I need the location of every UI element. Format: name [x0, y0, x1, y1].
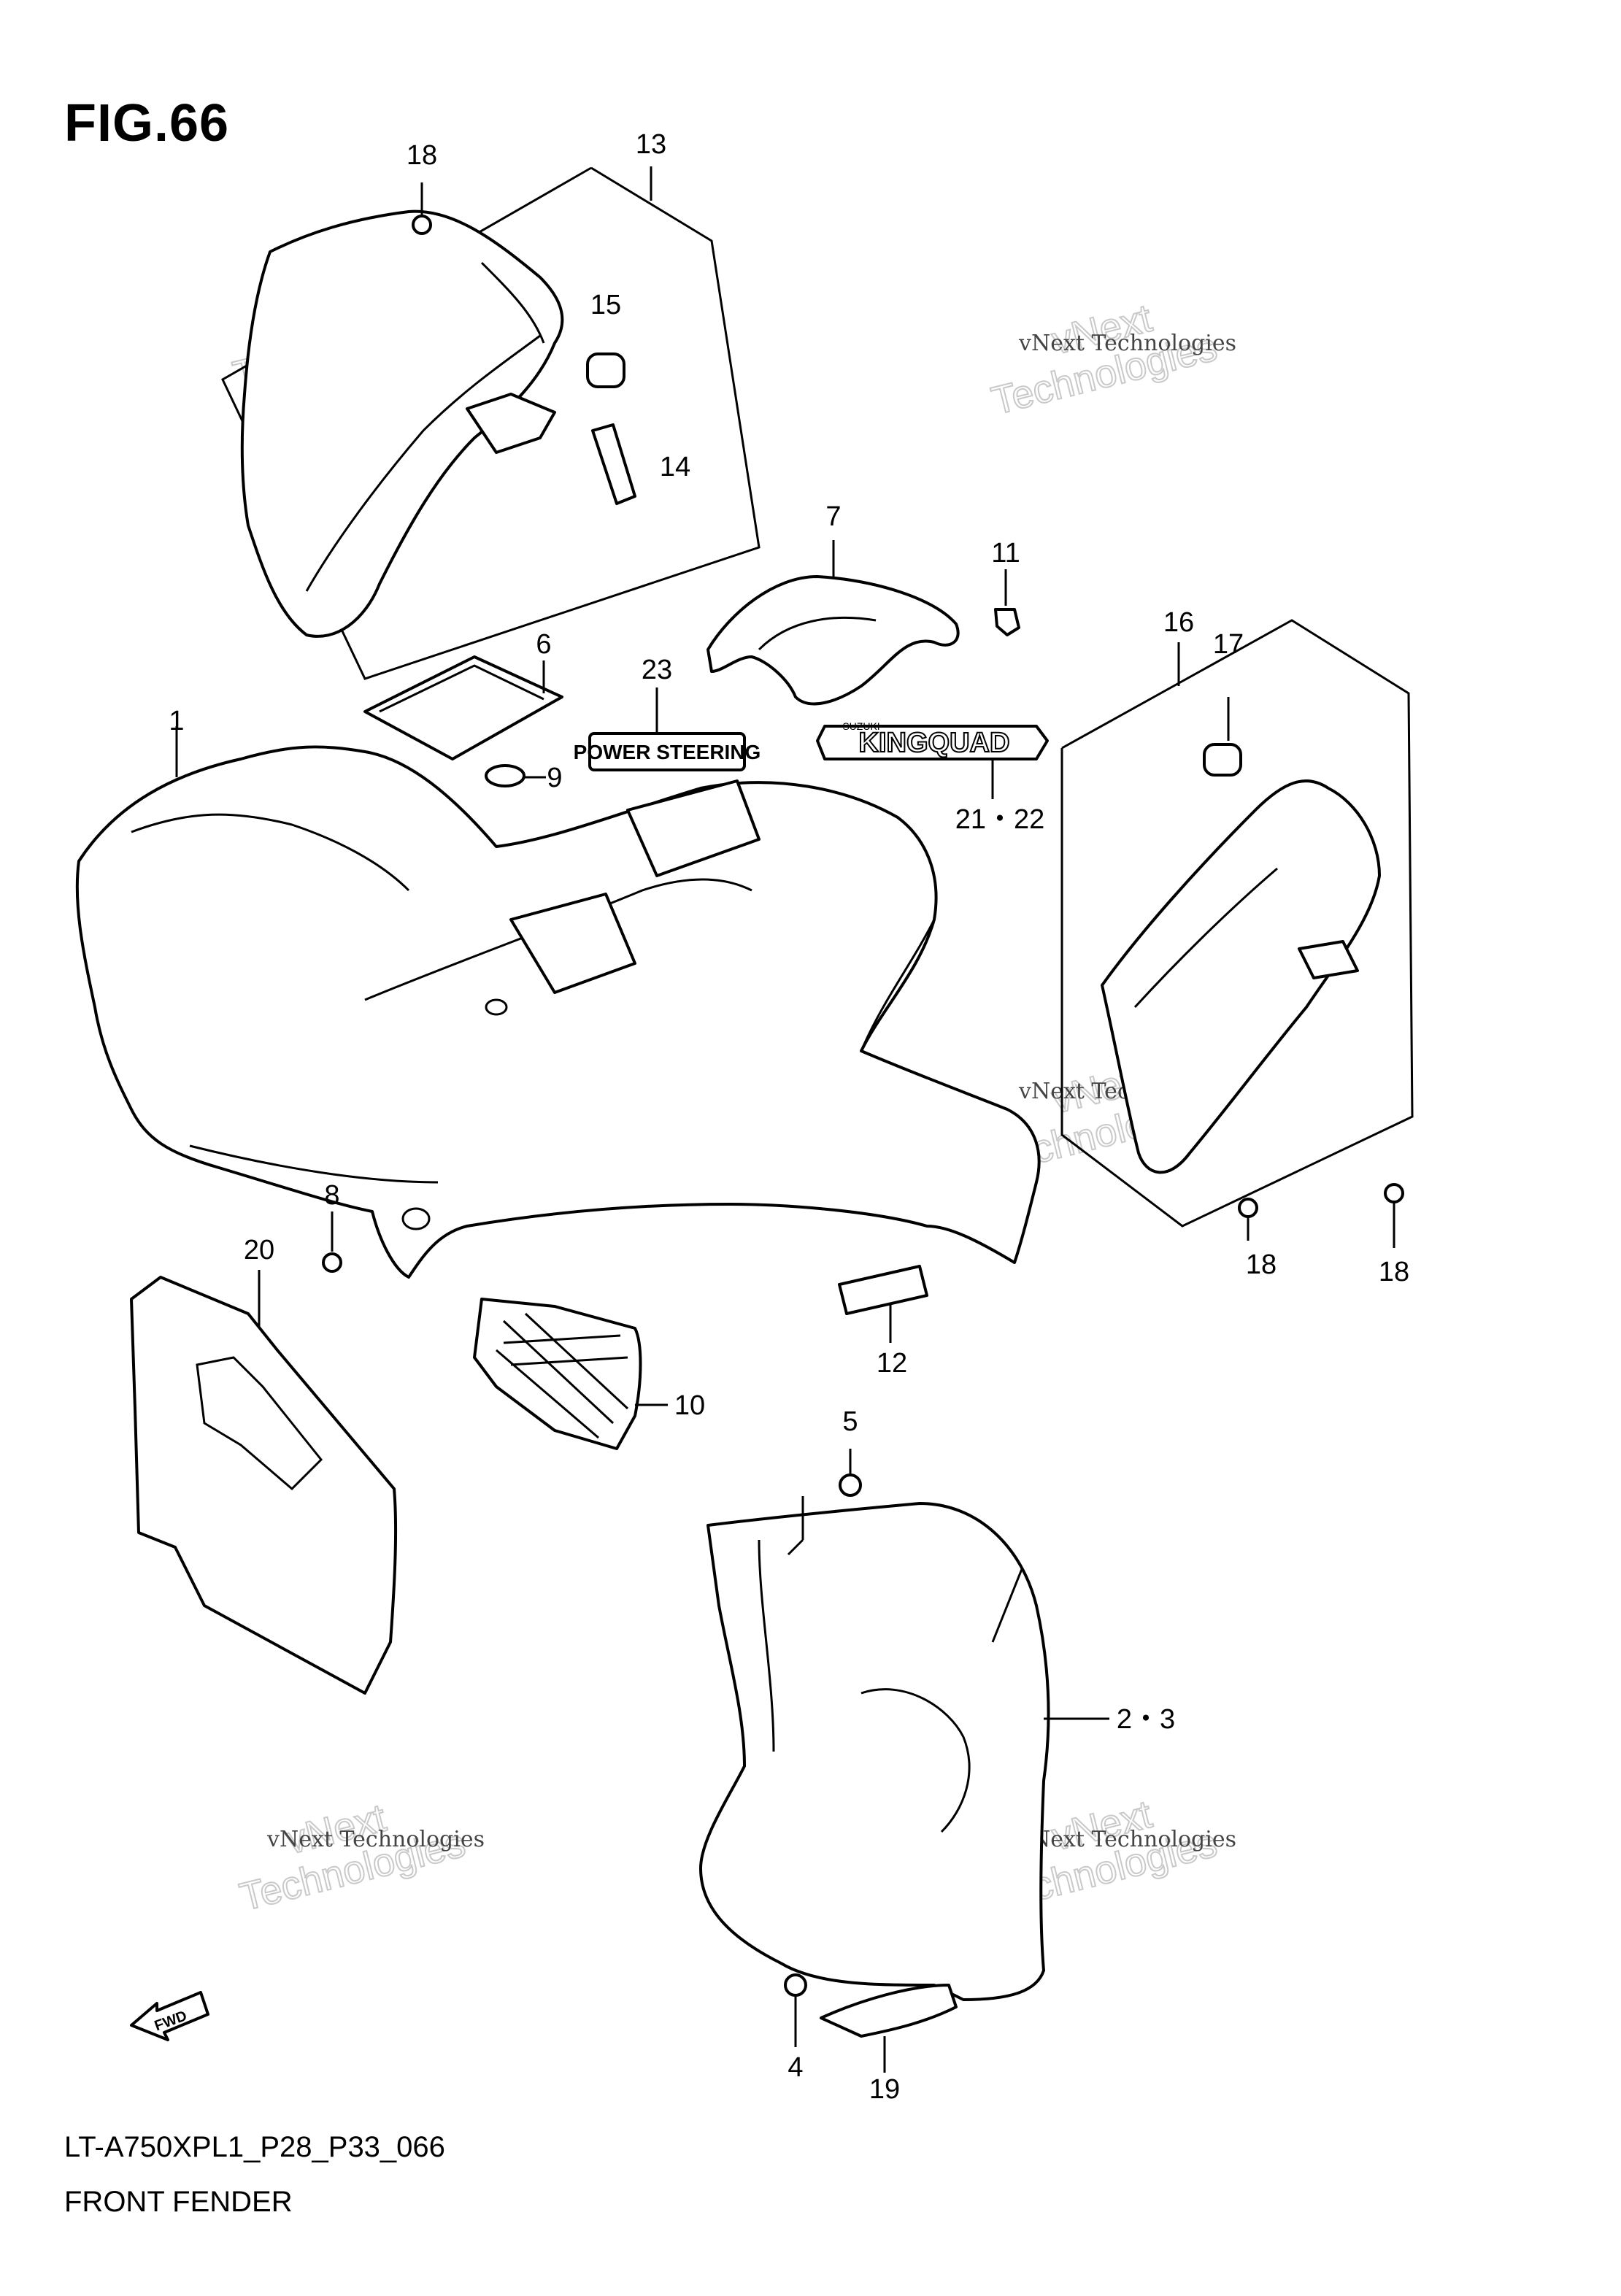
callout-21-22: 21・22 — [955, 804, 1045, 835]
watermark-text: vNext Technologies — [1018, 1827, 1236, 1852]
callout-18-right-b: 18 — [1379, 1257, 1409, 1287]
part-7-cover — [706, 540, 960, 706]
callout-5: 5 — [842, 1406, 858, 1437]
kingquad-text: KINGQUAD — [859, 728, 1010, 758]
part-18-bolt-top — [412, 182, 432, 235]
callout-6: 6 — [536, 629, 551, 660]
part-8-bolt — [322, 1211, 342, 1273]
watermark-text: vNext Technologies — [266, 1827, 485, 1852]
part-9-grommet — [485, 764, 546, 787]
part-16-inner-panel — [1101, 779, 1381, 1174]
part-18-bolt-right-a — [1238, 1198, 1258, 1241]
callout-9: 9 — [547, 763, 562, 793]
callout-12: 12 — [877, 1348, 907, 1379]
part-16-box — [1060, 619, 1414, 1228]
part-20-plate — [130, 1270, 398, 1695]
callout-14: 14 — [660, 452, 690, 482]
part-21-22-decal: KINGQUAD SUZUKI — [816, 720, 1049, 799]
part-1-front-fender — [75, 726, 1041, 1279]
part-18-bolt-right-b — [1384, 1183, 1404, 1248]
callout-1: 1 — [169, 706, 184, 736]
callout-19: 19 — [869, 2074, 900, 2105]
callout-8: 8 — [324, 1180, 339, 1211]
callout-16: 16 — [1163, 607, 1194, 638]
part-15-grommet — [586, 353, 625, 388]
callout-10: 10 — [674, 1390, 705, 1421]
part-4-bolt — [784, 1973, 807, 2047]
part-12-pad — [838, 1265, 928, 1343]
callout-23: 23 — [642, 655, 672, 685]
part-14-pad — [591, 423, 636, 505]
callout-7: 7 — [825, 501, 841, 532]
figure-title: FIG.66 — [64, 94, 230, 153]
part-11-clip — [994, 569, 1020, 636]
part-6-cover — [363, 655, 563, 760]
part-2-3-inner-fender — [699, 1496, 1109, 2001]
callout-18-top: 18 — [407, 140, 437, 171]
callout-labels: 18 13 15 14 7 11 16 6 23 17 1 9 21・22 8 … — [169, 129, 1409, 2105]
watermark-text: vNext Technologies — [1018, 331, 1236, 356]
part-13-inner-panel — [240, 209, 564, 638]
callout-4: 4 — [788, 2052, 803, 2083]
callout-11: 11 — [991, 538, 1020, 569]
suzuki-text: SUZUKI — [842, 720, 879, 732]
part-10-mesh-screen — [473, 1298, 668, 1450]
part-17-grommet — [1203, 697, 1242, 777]
fwd-arrow-icon: FWD — [130, 1991, 209, 2041]
part-5-clip — [839, 1449, 862, 1497]
callout-17: 17 — [1213, 629, 1244, 660]
part-23-decal: POWER STEERING — [574, 687, 761, 771]
callout-15: 15 — [590, 290, 621, 320]
model-code: LT-A750XPL1_P28_P33_066 — [64, 2131, 445, 2163]
callout-13: 13 — [636, 129, 666, 160]
figure-name: FRONT FENDER — [64, 2186, 293, 2218]
callout-18-right-a: 18 — [1246, 1249, 1277, 1280]
callout-2-3: 2・3 — [1117, 1704, 1175, 1735]
callout-20: 20 — [244, 1235, 274, 1266]
part-19-strip — [820, 1984, 958, 2073]
power-steering-text: POWER STEERING — [574, 741, 761, 763]
